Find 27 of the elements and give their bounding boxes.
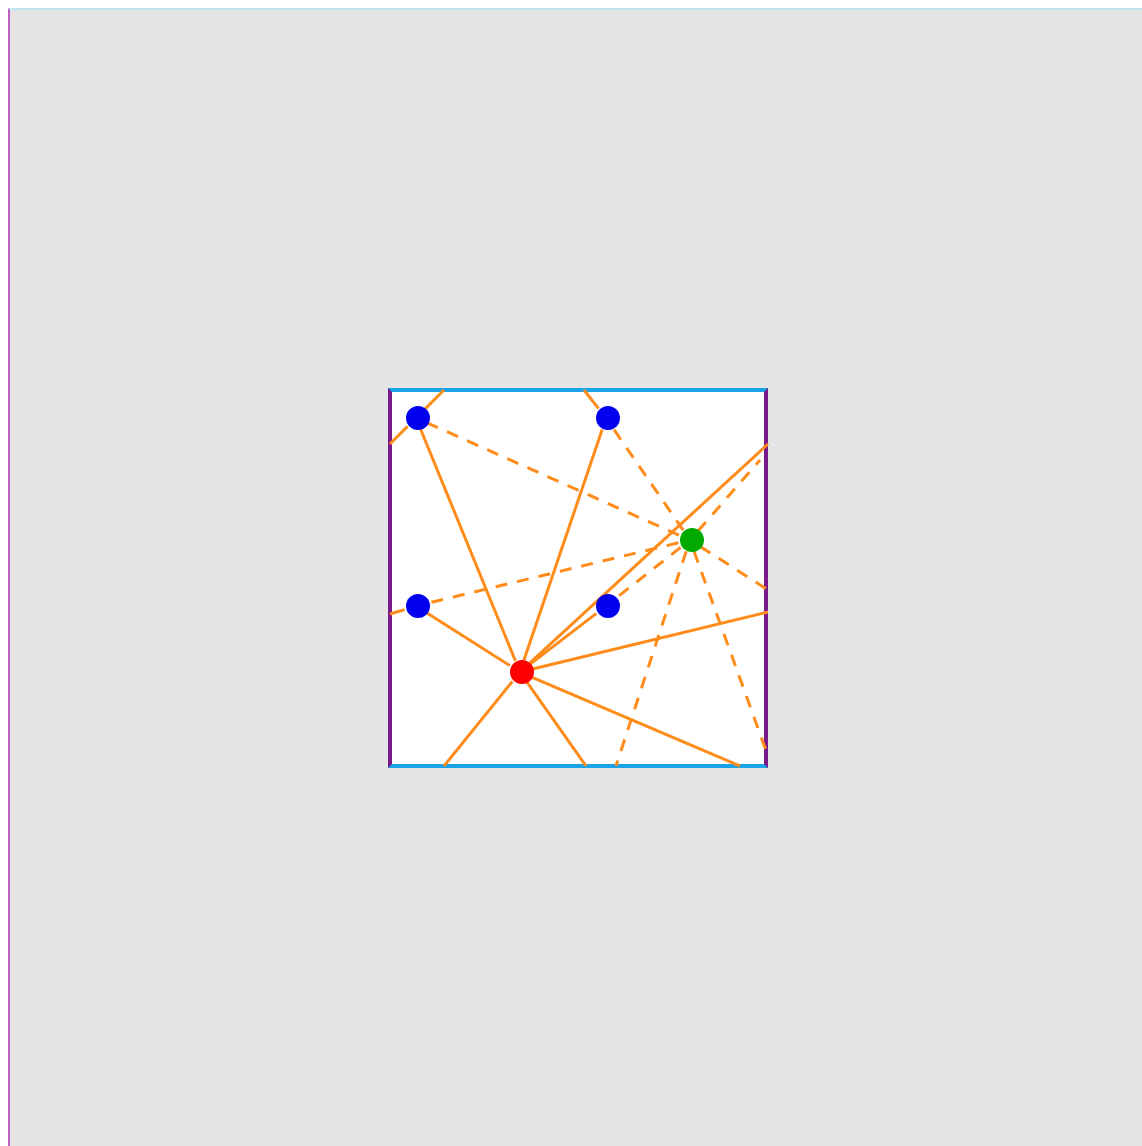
point-dot [406,406,430,430]
point-dot [680,528,704,552]
dashed-line [696,459,762,532]
point-dot [510,660,534,684]
frame-box [388,388,768,768]
line [389,608,406,616]
line [531,610,769,671]
point-dot [596,406,620,430]
line [522,428,604,662]
line [527,442,769,665]
line [528,612,598,666]
dashed-line [699,545,769,592]
line [388,425,409,446]
line [423,388,446,411]
dashed-line [426,421,680,537]
line [582,389,600,410]
line [442,680,514,767]
line [530,675,741,768]
dashed-line [614,546,682,600]
point-dot [406,594,430,618]
dashed-line [614,550,688,767]
line [525,680,588,767]
dashed-line [611,426,685,532]
dashed-line [427,541,679,605]
point-dot [596,594,620,618]
line [425,611,511,667]
line [419,428,517,662]
